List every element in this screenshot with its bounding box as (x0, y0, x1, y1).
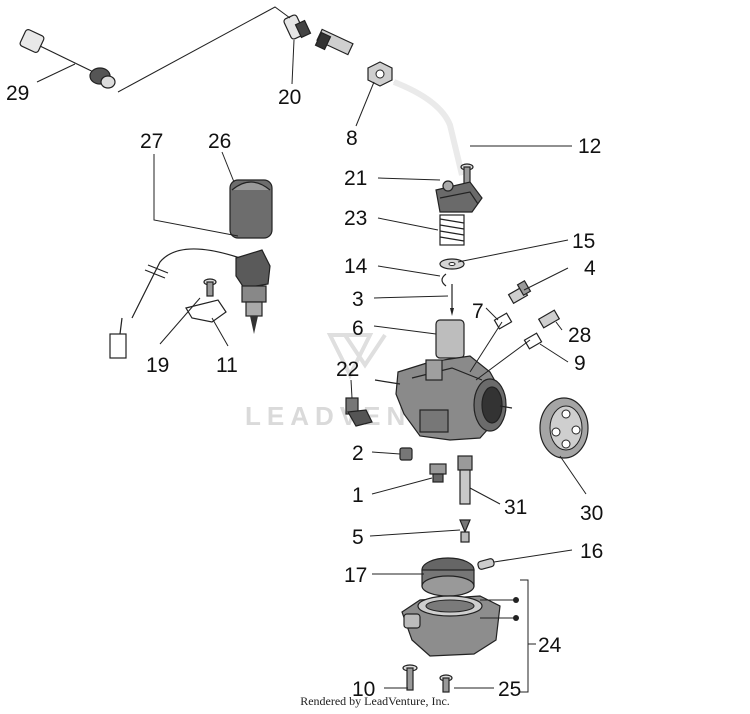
callout-20: 20 (278, 86, 301, 109)
part-1-main-jet (429, 463, 447, 483)
callout-26: 26 (208, 130, 231, 153)
callout-1: 1 (352, 484, 364, 507)
part-27-electric-choke (109, 248, 271, 359)
part-16-pin (477, 558, 495, 570)
callout-3: 3 (352, 288, 364, 311)
callout-6: 6 (352, 317, 364, 340)
part-3-needle (450, 284, 454, 316)
part-8-nut-and-pipe (367, 61, 465, 176)
callout-29: 29 (6, 82, 29, 105)
part-29-shaft (19, 29, 116, 89)
callout-30: 30 (580, 502, 603, 525)
callout-11: 11 (216, 354, 238, 377)
callout-5: 5 (352, 526, 364, 549)
part-25-screw (439, 674, 453, 693)
part-31-emulsion-tube (457, 455, 473, 505)
callout-12: 12 (578, 135, 601, 158)
callout-17: 17 (344, 564, 367, 587)
callout-31: 31 (504, 496, 527, 519)
callout-25: 25 (498, 678, 521, 701)
callout-19: 19 (146, 354, 169, 377)
callout-21: 21 (344, 167, 367, 190)
callout-7: 7 (472, 300, 484, 323)
callout-10: 10 (352, 678, 375, 701)
part-26-cover (229, 179, 273, 239)
callout-9: 9 (574, 352, 586, 375)
callout-24: 24 (538, 634, 562, 657)
part-6-slide (435, 319, 465, 359)
part-15-washer (439, 258, 465, 270)
part-20-fitting (283, 14, 354, 56)
callout-8: 8 (346, 127, 358, 150)
part-21-top-cover (435, 180, 483, 213)
part-12-screw (460, 163, 474, 186)
callout-22: 22 (336, 358, 359, 381)
part-28-screw (537, 309, 561, 329)
footer-credit: Rendered by LeadVenture, Inc. (300, 694, 450, 708)
callout-28: 28 (568, 324, 591, 347)
part-2-jet (399, 447, 413, 461)
part-10-screw (402, 664, 418, 691)
callout-4: 4 (584, 257, 596, 280)
part-30-cap (539, 397, 589, 459)
part-11-bracket (185, 299, 227, 323)
carburetor-body (374, 355, 513, 441)
callout-14: 14 (344, 255, 368, 278)
part-5-float-needle (459, 519, 471, 543)
part-24-float-bowl (401, 595, 501, 657)
callout-27: 27 (140, 130, 163, 153)
part-22-idle-screw (345, 397, 373, 427)
part-7-spring (493, 312, 513, 330)
callout-23: 23 (344, 207, 367, 230)
callout-2: 2 (352, 442, 364, 465)
leader-lines (36, 6, 587, 693)
callout-16: 16 (580, 540, 603, 563)
part-9-spring (523, 332, 543, 350)
part-23-spring (439, 214, 465, 246)
part-4-screw (507, 279, 532, 305)
part-17-float (421, 557, 475, 597)
part-14-clip (441, 273, 447, 287)
callout-15: 15 (572, 230, 595, 253)
part-19-screw (203, 278, 217, 297)
